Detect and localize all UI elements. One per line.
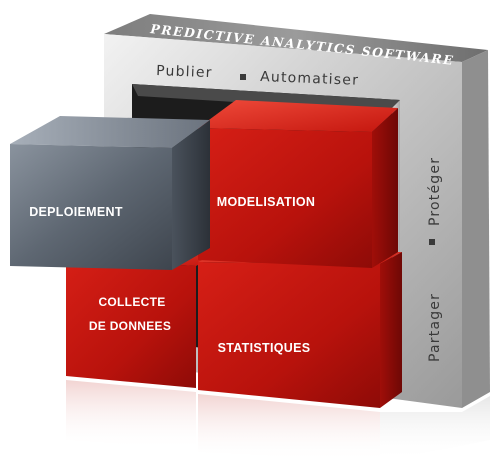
cube-deploiement-front [10, 144, 172, 270]
separator-square-top [240, 74, 246, 80]
cube-statistiques-label: STATISTIQUES [218, 341, 311, 355]
reflection-collecte [66, 380, 196, 450]
cube-modelisation-label: MODELISATION [217, 195, 316, 209]
reflection-statistiques [198, 394, 380, 462]
cube-modelisation-side [372, 108, 398, 268]
reflection-frame [380, 396, 490, 462]
frame-top-face [104, 14, 488, 62]
cube-statistiques-front [198, 262, 380, 408]
cube-deploiement-side [172, 120, 210, 270]
cube-statistiques-side [380, 252, 402, 408]
cube-collecte-label-2: DE DONNEES [89, 319, 171, 333]
frame-label-automatiser: Automatiser [260, 69, 360, 89]
cube-modelisation: MODELISATION [198, 100, 398, 268]
frame-right-face [462, 50, 490, 408]
cube-collecte-label-1: COLLECTE [98, 295, 165, 309]
cube-deploiement: DEPLOIEMENT [10, 116, 210, 270]
cube-collecte-front [66, 258, 196, 388]
frame-label-partager: Partager [427, 293, 443, 362]
frame-label-proteger: Protéger [427, 157, 443, 226]
cube-deploiement-top [10, 116, 210, 148]
cube-modelisation-front [198, 128, 372, 268]
separator-square-side [429, 239, 435, 245]
floor-reflection [66, 380, 490, 462]
frame-label-publier: Publier [156, 63, 213, 81]
cube-collecte: COLLECTE DE DONNEES [66, 244, 222, 388]
cube-deploiement-label: DEPLOIEMENT [29, 205, 123, 219]
cube-statistiques: STATISTIQUES [198, 252, 402, 408]
cube-modelisation-top [198, 100, 398, 132]
